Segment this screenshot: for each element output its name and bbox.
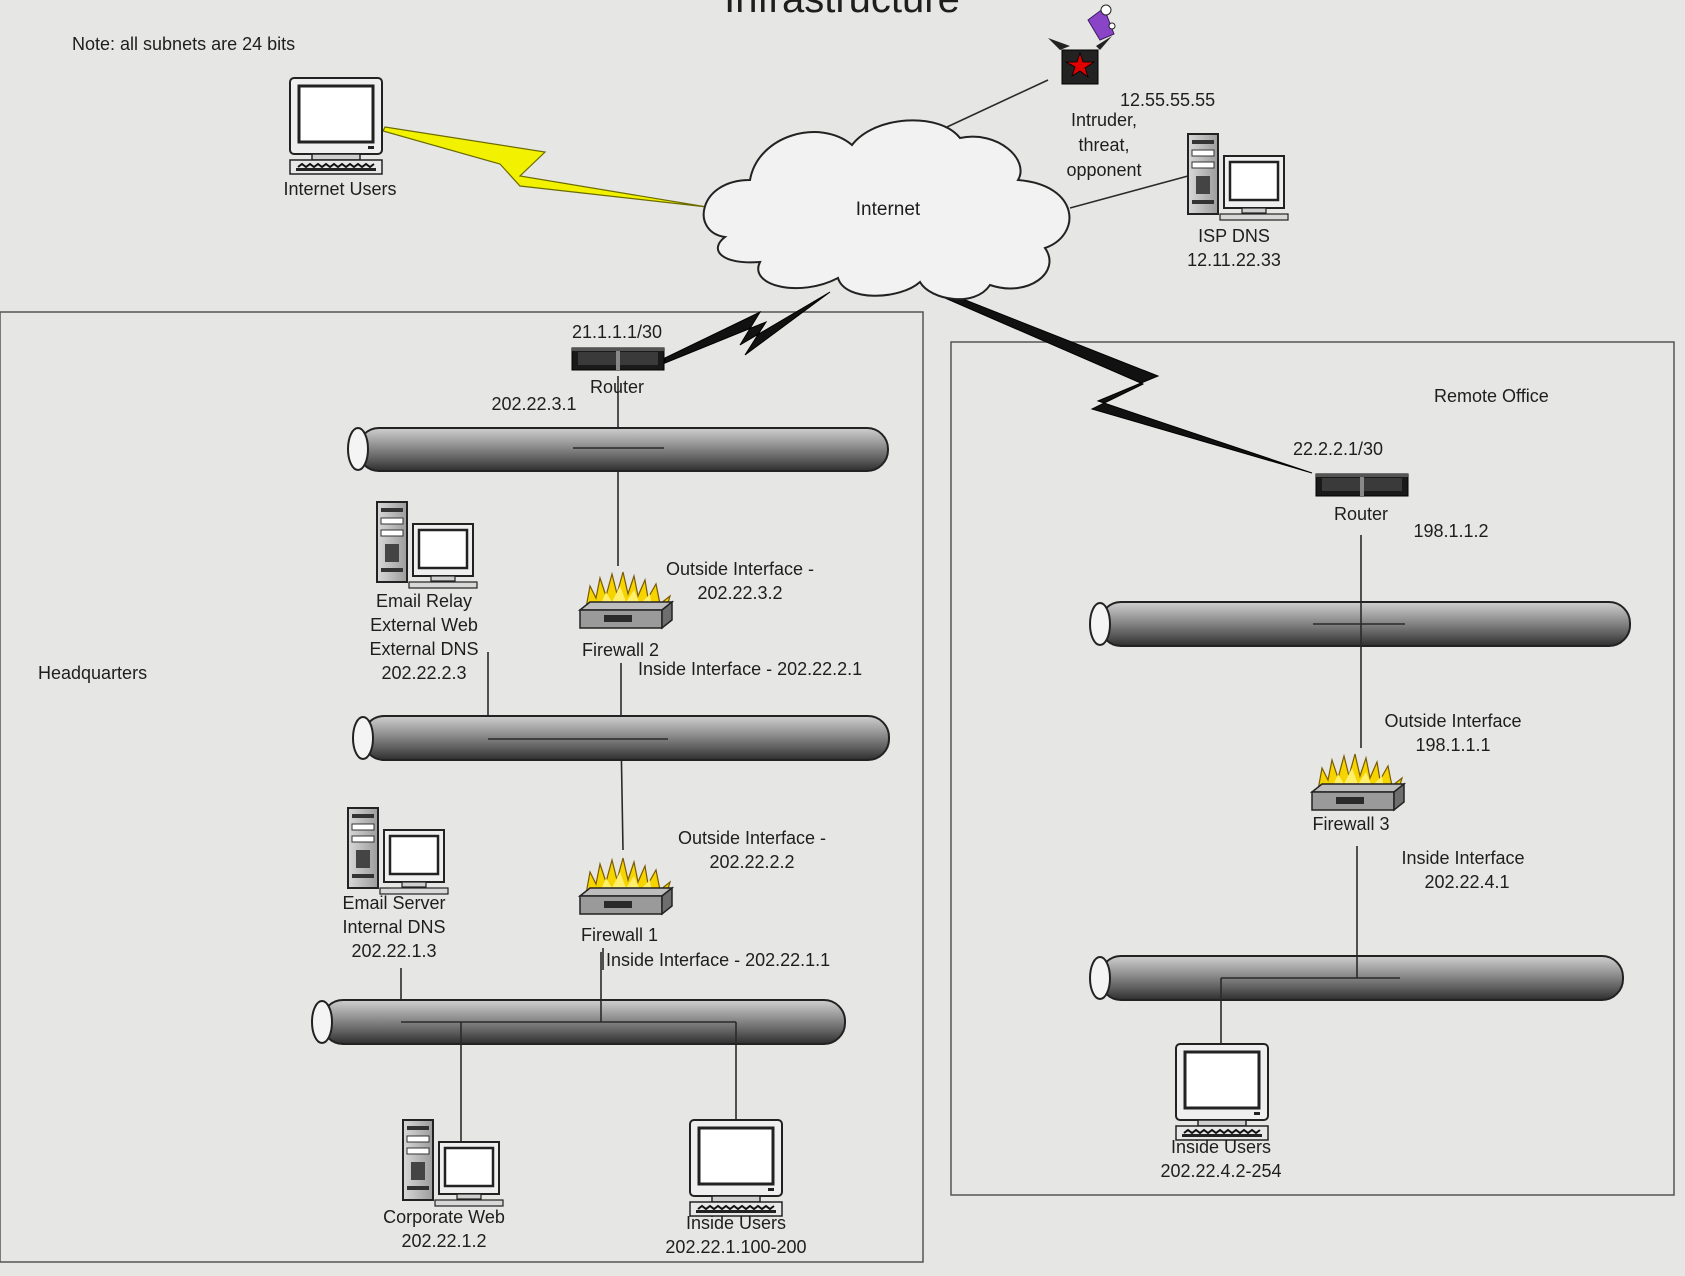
corporate-web-ip: 202.22.1.2 xyxy=(401,1231,486,1251)
subnet-note: Note: all subnets are 24 bits xyxy=(72,34,295,54)
isp-dns-link xyxy=(1069,175,1189,209)
hq-inside-users-label: Inside Users xyxy=(686,1213,786,1233)
hq-router-wan-ip: 21.1.1.1/30 xyxy=(572,322,662,342)
remote-router-label: Router xyxy=(1334,504,1388,524)
computer-icon xyxy=(688,1118,784,1218)
firewall-3-inside-line-1: Inside Interface xyxy=(1401,848,1524,868)
hq-inside-segment xyxy=(311,999,846,1045)
headquarters-zone xyxy=(0,311,924,1263)
headquarters-label: Headquarters xyxy=(38,663,147,683)
router-icon xyxy=(1315,473,1409,497)
firewall-1: Firewall 1 Outside Interface - 202.22.2.… xyxy=(579,828,830,970)
diagram-title: Infrastructure xyxy=(724,0,960,21)
dmz-server-line-1: Email Relay xyxy=(376,591,472,611)
server-icon xyxy=(346,806,450,896)
title-fragment: Infrastructure xyxy=(724,0,960,21)
firewall-icon xyxy=(579,857,673,915)
remote-router-wan-ip: 22.2.2.1/30 xyxy=(1293,439,1383,459)
intruder-label-line-1: Intruder, xyxy=(1071,110,1137,130)
email-server-ip: 202.22.1.3 xyxy=(351,941,436,961)
intruder-ip: 12.55.55.55 xyxy=(1120,90,1215,110)
intruder-label-line-3: opponent xyxy=(1066,160,1141,180)
remote-office-label: Remote Office xyxy=(1434,386,1549,406)
computer-icon xyxy=(288,76,384,176)
firewall-2-outside-line-2: 202.22.3.2 xyxy=(697,583,782,603)
email-server-line-2: Internal DNS xyxy=(342,917,445,937)
dmz-server: Email Relay External Web External DNS 20… xyxy=(369,500,479,683)
firewall-1-inside: Inside Interface - 202.22.1.1 xyxy=(606,950,830,970)
hq-router: 21.1.1.1/30 Router 202.22.3.1 xyxy=(491,322,665,414)
corporate-web-label: Corporate Web xyxy=(383,1207,505,1227)
hq-wan-link-icon xyxy=(664,291,831,364)
email-server-line-1: Email Server xyxy=(342,893,445,913)
firewall-2-outside-line-1: Outside Interface - xyxy=(666,559,814,579)
computer-icon xyxy=(1174,1042,1270,1142)
firewall-1-outside-line-1: Outside Interface - xyxy=(678,828,826,848)
internet-users-label: Internet Users xyxy=(283,179,396,199)
router-icon xyxy=(571,347,665,371)
dmz-server-line-2: External Web xyxy=(370,615,478,635)
remote-router: 22.2.2.1/30 Router 198.1.1.2 xyxy=(1293,439,1489,541)
remote-inside-users: Inside Users 202.22.4.2-254 xyxy=(1160,1042,1282,1181)
remote-office-zone xyxy=(950,341,1675,1196)
hq-router-lan-ip: 202.22.3.1 xyxy=(491,394,576,414)
server-icon xyxy=(401,1118,505,1208)
internet-users-computer: Internet Users xyxy=(283,76,397,199)
remote-wan-link-icon xyxy=(944,291,1313,474)
intruder: 12.55.55.55 Intruder, threat, opponent xyxy=(1048,4,1215,180)
firewall-icon xyxy=(579,571,673,629)
dmz-server-ip: 202.22.2.3 xyxy=(381,663,466,683)
hq-dmz-segment xyxy=(352,715,890,761)
firewall-2-label: Firewall 2 xyxy=(582,640,659,660)
hq-outer-segment xyxy=(347,427,889,472)
corporate-web-server: Corporate Web 202.22.1.2 xyxy=(383,1118,505,1251)
hq-router-label: Router xyxy=(590,377,644,397)
hq-inside-users: Inside Users 202.22.1.100-200 xyxy=(665,1118,807,1257)
firewall-3-outside-line-1: Outside Interface xyxy=(1384,711,1521,731)
firewall-3-outside-line-2: 198.1.1.1 xyxy=(1415,735,1490,755)
firewall-3-inside-line-2: 202.22.4.1 xyxy=(1424,872,1509,892)
server-icon xyxy=(1186,132,1290,222)
firewall-3-label: Firewall 3 xyxy=(1312,814,1389,834)
firewall-2-inside: Inside Interface - 202.22.2.1 xyxy=(638,659,862,679)
remote-inside-segment xyxy=(1089,955,1624,1001)
isp-dns-server: ISP DNS 12.11.22.33 xyxy=(1186,132,1290,270)
internet-label: Internet xyxy=(856,199,921,220)
internet-users-wan-link-icon xyxy=(382,126,708,208)
firewall-icon xyxy=(1311,753,1405,811)
remote-inside-users-label: Inside Users xyxy=(1171,1137,1271,1157)
firewall-2: Firewall 2 Outside Interface - 202.22.3.… xyxy=(579,559,862,679)
dmz-server-line-3: External DNS xyxy=(369,639,478,659)
remote-inside-users-range: 202.22.4.2-254 xyxy=(1160,1161,1281,1181)
internet-links xyxy=(382,79,1313,474)
remote-router-lan-ip: 198.1.1.2 xyxy=(1413,521,1488,541)
firewall-1-outside-line-2: 202.22.2.2 xyxy=(709,852,794,872)
intruder-link xyxy=(946,79,1049,128)
firewall-3: Firewall 3 Outside Interface 198.1.1.1 I… xyxy=(1311,711,1525,892)
intruder-icon xyxy=(1048,4,1116,85)
intruder-label-line-2: threat, xyxy=(1078,135,1129,155)
email-server: Email Server Internal DNS 202.22.1.3 xyxy=(342,806,450,961)
internet-cloud: Internet xyxy=(702,119,1071,301)
remote-outer-segment xyxy=(1089,601,1631,647)
isp-dns-label: ISP DNS xyxy=(1198,226,1270,246)
hq-inside-users-range: 202.22.1.100-200 xyxy=(665,1237,806,1257)
isp-dns-ip: 12.11.22.33 xyxy=(1187,250,1281,270)
firewall-1-label: Firewall 1 xyxy=(581,925,658,945)
server-icon xyxy=(375,500,479,590)
